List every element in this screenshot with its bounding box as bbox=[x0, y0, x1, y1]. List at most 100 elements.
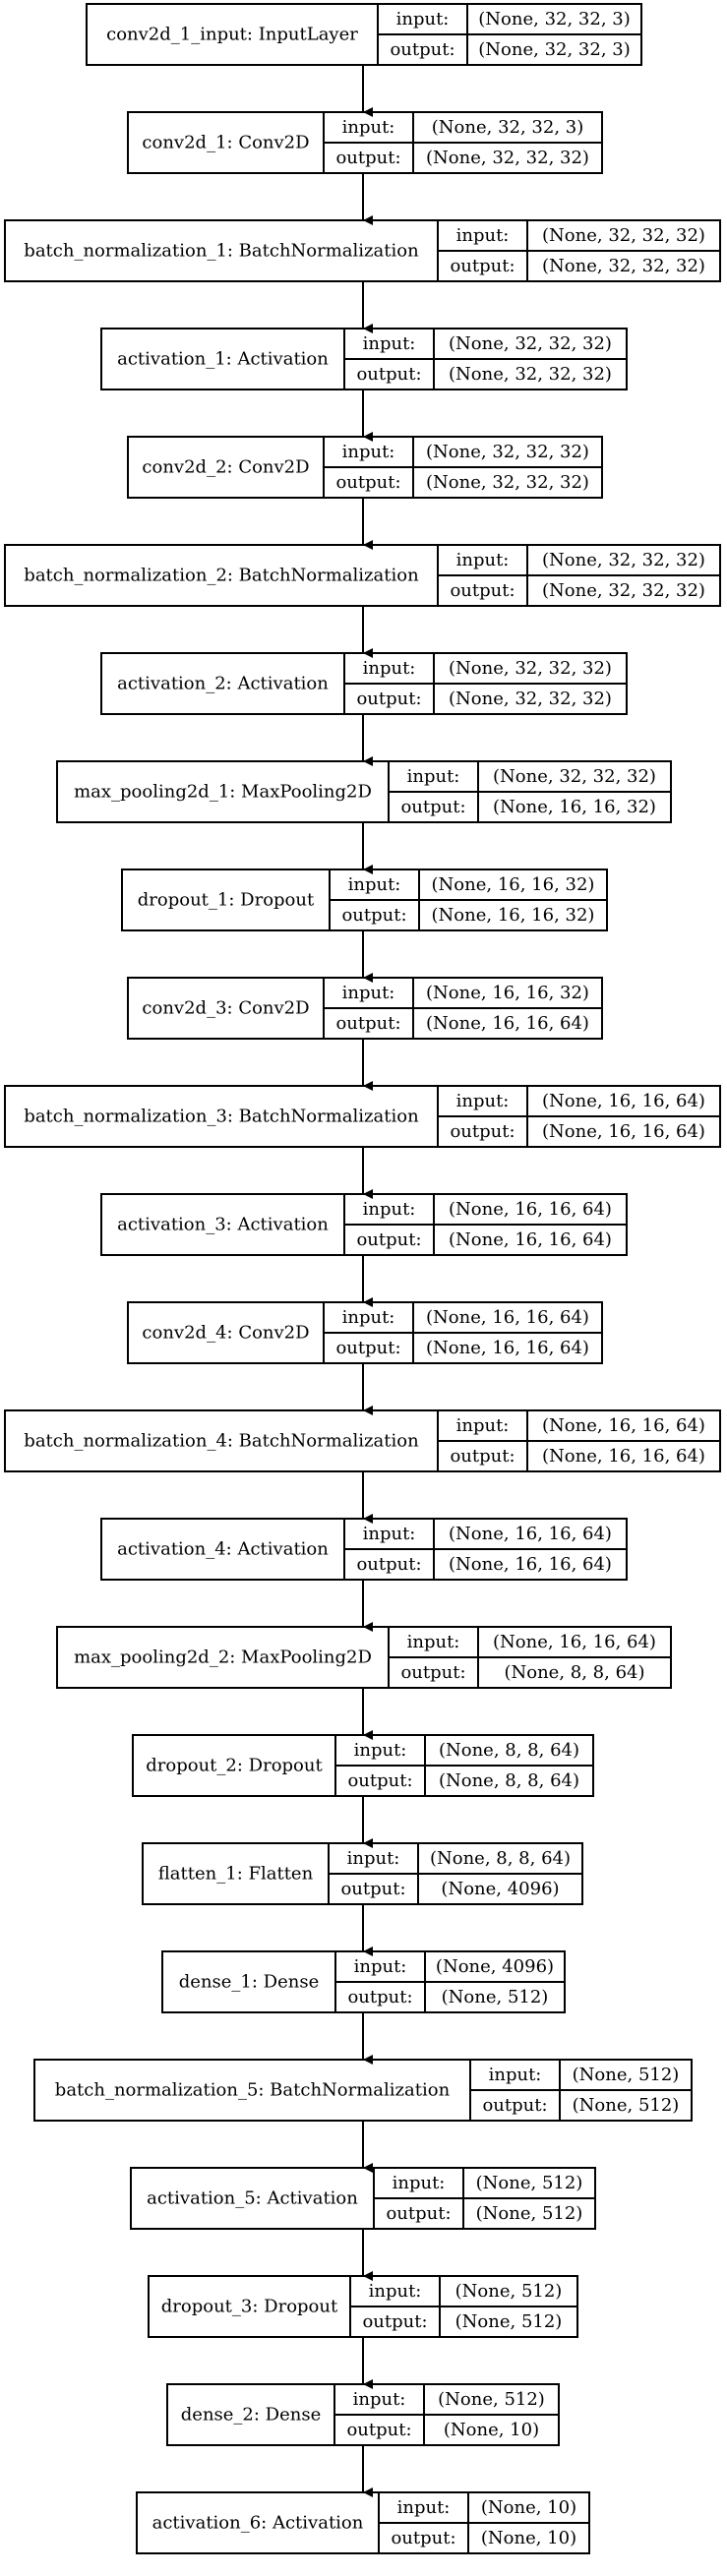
output-label: output: bbox=[386, 2203, 451, 2224]
output-shape: (None, 32, 32, 32) bbox=[542, 256, 705, 276]
input-shape: (None, 16, 16, 32) bbox=[432, 874, 595, 895]
output-shape: (None, 32, 32, 32) bbox=[426, 472, 589, 493]
layer-name: conv2d_4: Conv2D bbox=[142, 1323, 309, 1344]
input-label: input: bbox=[363, 1524, 416, 1544]
input-label: input: bbox=[342, 117, 395, 138]
input-label: input: bbox=[354, 1740, 407, 1761]
input-shape: (None, 512) bbox=[455, 2281, 563, 2302]
layer-name: dense_2: Dense bbox=[181, 2405, 321, 2426]
output-shape: (None, 32, 32, 32) bbox=[449, 689, 612, 709]
layer-name: dropout_2: Dropout bbox=[146, 1756, 323, 1776]
layer-name: activation_3: Activation bbox=[117, 1215, 329, 1235]
output-shape: (None, 8, 8, 64) bbox=[439, 1770, 579, 1791]
input-shape: (None, 32, 32, 32) bbox=[542, 550, 705, 570]
input-shape: (None, 512) bbox=[476, 2173, 583, 2193]
layer-node: max_pooling2d_2: MaxPooling2D input: (None… bbox=[56, 1626, 672, 1689]
input-shape: (None, 32, 32, 32) bbox=[449, 658, 612, 679]
input-label: input: bbox=[393, 2173, 446, 2193]
output-label: output: bbox=[347, 1770, 412, 1791]
layer-name: activation_4: Activation bbox=[117, 1539, 329, 1560]
layer-node: batch_normalization_4: BatchNormalizatio… bbox=[4, 1409, 721, 1472]
layer-name: dense_1: Dense bbox=[179, 1972, 319, 1993]
output-shape: (None, 32, 32, 32) bbox=[426, 148, 589, 168]
output-shape: (None, 10) bbox=[444, 2420, 539, 2440]
output-label: output: bbox=[346, 2420, 411, 2440]
layer-node: conv2d_1_input: InputLayer input: (None, 3… bbox=[86, 3, 642, 66]
input-shape: (None, 10) bbox=[481, 2497, 576, 2518]
output-label: output: bbox=[340, 1879, 405, 1899]
output-label: output: bbox=[450, 1446, 515, 1467]
input-label: input: bbox=[354, 1956, 407, 1977]
input-shape: (None, 512) bbox=[438, 2389, 545, 2410]
output-shape: (None, 16, 16, 32) bbox=[493, 797, 656, 817]
input-label: input: bbox=[407, 766, 460, 787]
input-label: input: bbox=[342, 983, 395, 1003]
output-label: output: bbox=[335, 1338, 400, 1358]
output-label: output: bbox=[335, 1013, 400, 1034]
input-label: input: bbox=[342, 1307, 395, 1328]
layer-node: dropout_2: Dropout input: (None, 8, 8, 64)… bbox=[132, 1734, 594, 1797]
layer-name: flatten_1: Flatten bbox=[158, 1864, 314, 1885]
output-shape: (None, 16, 16, 32) bbox=[432, 905, 595, 926]
output-shape: (None, 8, 8, 64) bbox=[504, 1662, 644, 1683]
layer-name: batch_normalization_5: BatchNormalizatio… bbox=[55, 2080, 451, 2101]
layer-name: conv2d_1: Conv2D bbox=[142, 133, 309, 153]
input-shape: (None, 32, 32, 32) bbox=[493, 766, 656, 787]
layer-node: batch_normalization_5: BatchNormalizatio… bbox=[33, 2059, 693, 2122]
layer-name: activation_2: Activation bbox=[117, 674, 329, 694]
output-shape: (None, 512) bbox=[455, 2311, 563, 2332]
output-label: output: bbox=[335, 472, 400, 493]
output-label: output: bbox=[362, 2311, 427, 2332]
output-label: output: bbox=[356, 364, 421, 385]
output-shape: (None, 32, 32, 3) bbox=[478, 39, 630, 60]
input-shape: (None, 8, 8, 64) bbox=[430, 1848, 571, 1869]
input-shape: (None, 32, 32, 32) bbox=[542, 225, 705, 246]
input-shape: (None, 16, 16, 64) bbox=[542, 1091, 705, 1111]
input-shape: (None, 16, 16, 64) bbox=[493, 1632, 656, 1652]
input-label: input: bbox=[396, 9, 450, 30]
input-shape: (None, 4096) bbox=[436, 1956, 554, 1977]
input-label: input: bbox=[456, 550, 510, 570]
layer-name: conv2d_2: Conv2D bbox=[142, 457, 309, 478]
input-label: input: bbox=[407, 1632, 460, 1652]
layer-name: max_pooling2d_2: MaxPooling2D bbox=[74, 1647, 372, 1668]
output-label: output: bbox=[356, 1229, 421, 1250]
input-shape: (None, 16, 16, 64) bbox=[426, 1307, 589, 1328]
layer-name: max_pooling2d_1: MaxPooling2D bbox=[74, 782, 372, 803]
output-shape: (None, 512) bbox=[476, 2203, 583, 2224]
output-label: output: bbox=[391, 2528, 455, 2548]
layer-node: dropout_3: Dropout input: (None, 512) outpu… bbox=[148, 2275, 578, 2338]
input-label: input: bbox=[363, 658, 416, 679]
input-label: input: bbox=[369, 2281, 422, 2302]
output-label: output: bbox=[400, 1662, 465, 1683]
output-label: output: bbox=[482, 2095, 547, 2116]
input-label: input: bbox=[456, 1091, 510, 1111]
layer-name: conv2d_1_input: InputLayer bbox=[106, 25, 358, 45]
layer-node: batch_normalization_3: BatchNormalizatio… bbox=[4, 1085, 721, 1148]
output-label: output: bbox=[450, 580, 515, 601]
output-label: output: bbox=[356, 1554, 421, 1575]
output-label: output: bbox=[450, 1121, 515, 1142]
layer-node: batch_normalization_1: BatchNormalizatio… bbox=[4, 219, 721, 282]
output-shape: (None, 32, 32, 32) bbox=[449, 364, 612, 385]
output-shape: (None, 16, 16, 64) bbox=[449, 1554, 612, 1575]
input-shape: (None, 32, 32, 3) bbox=[478, 9, 630, 30]
output-shape: (None, 512) bbox=[442, 1987, 549, 2007]
layer-name: batch_normalization_4: BatchNormalizatio… bbox=[24, 1431, 419, 1452]
output-shape: (None, 16, 16, 64) bbox=[449, 1229, 612, 1250]
input-label: input: bbox=[348, 874, 401, 895]
output-shape: (None, 4096) bbox=[441, 1879, 559, 1899]
input-label: input: bbox=[397, 2497, 451, 2518]
output-shape: (None, 16, 16, 64) bbox=[426, 1338, 589, 1358]
layer-name: dropout_3: Dropout bbox=[161, 2297, 338, 2317]
output-shape: (None, 32, 32, 32) bbox=[542, 580, 705, 601]
layer-node: activation_4: Activation input: (None, 16,… bbox=[100, 1518, 628, 1581]
